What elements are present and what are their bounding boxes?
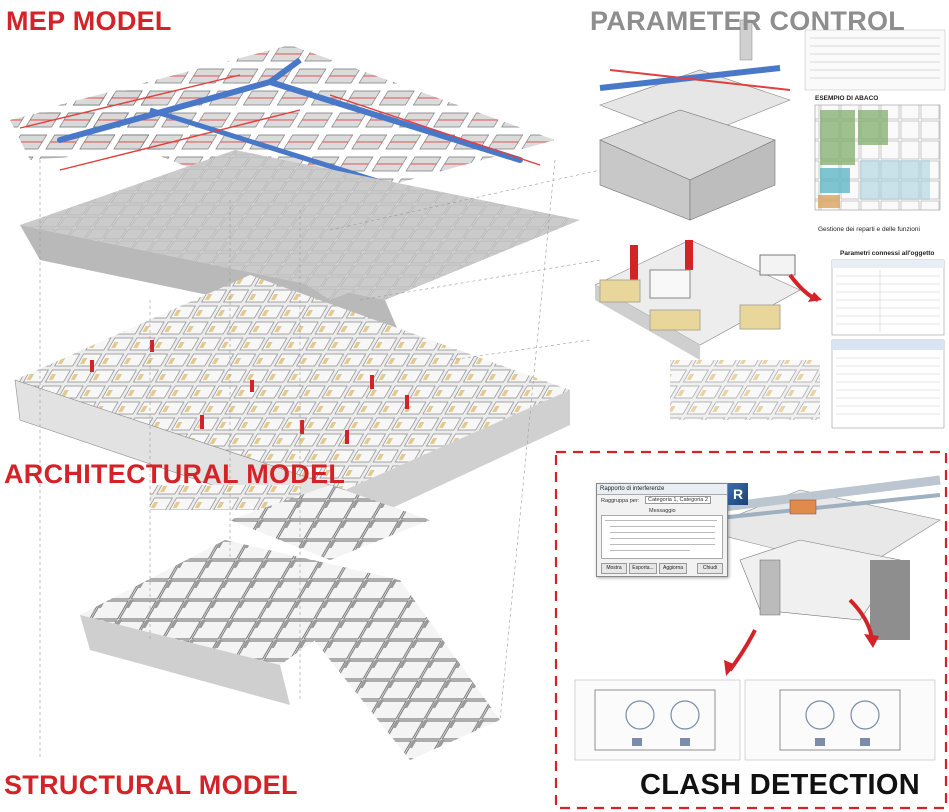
clash-plans bbox=[574, 679, 936, 761]
clash-report-dialog: Rapporto di interferenze Raggruppa per: … bbox=[596, 483, 728, 577]
architectural-model-layer bbox=[14, 275, 570, 531]
export-button[interactable]: Esporta... bbox=[629, 563, 657, 574]
clash-detection-label: CLASH DETECTION bbox=[640, 769, 920, 801]
architectural-model-label: ARCHITECTURAL MODEL bbox=[4, 459, 346, 489]
messages-header: Messaggio bbox=[649, 508, 676, 514]
group-by-label: Raggruppa per: bbox=[601, 498, 640, 504]
clash-3d-view bbox=[699, 475, 941, 676]
update-button[interactable]: Aggiorna bbox=[659, 563, 687, 574]
mep-model-label: MEP MODEL bbox=[6, 6, 172, 36]
parameter-control-label: PARAMETER CONTROL bbox=[590, 6, 906, 36]
param-arch-rooms bbox=[594, 239, 822, 420]
dialog-title: Rapporto di interferenze bbox=[597, 484, 727, 495]
projection-lines bbox=[39, 159, 601, 760]
messages-list[interactable] bbox=[601, 515, 723, 559]
mep-model-layer bbox=[10, 45, 555, 210]
revit-logo-icon: R bbox=[728, 483, 748, 505]
parameters-panel bbox=[831, 259, 945, 429]
schedule-sheet bbox=[804, 29, 946, 211]
schedule-caption: Gestione dei reparti e delle funzioni bbox=[818, 226, 920, 233]
parameters-title: Parametri connessi all'oggetto bbox=[840, 250, 935, 257]
clash-detection-frame bbox=[554, 450, 948, 810]
close-button[interactable]: Chiudi bbox=[697, 563, 723, 574]
structural-model-layer bbox=[80, 485, 500, 760]
schedule-title: ESEMPIO DI ABACO bbox=[815, 95, 879, 102]
structural-model-label: STRUCTURAL MODEL bbox=[4, 770, 298, 800]
show-button[interactable]: Mostra bbox=[601, 563, 627, 574]
group-by-select[interactable]: Categoria 1, Categoria 2 bbox=[645, 496, 711, 504]
param-mep-cutaway bbox=[599, 19, 791, 221]
